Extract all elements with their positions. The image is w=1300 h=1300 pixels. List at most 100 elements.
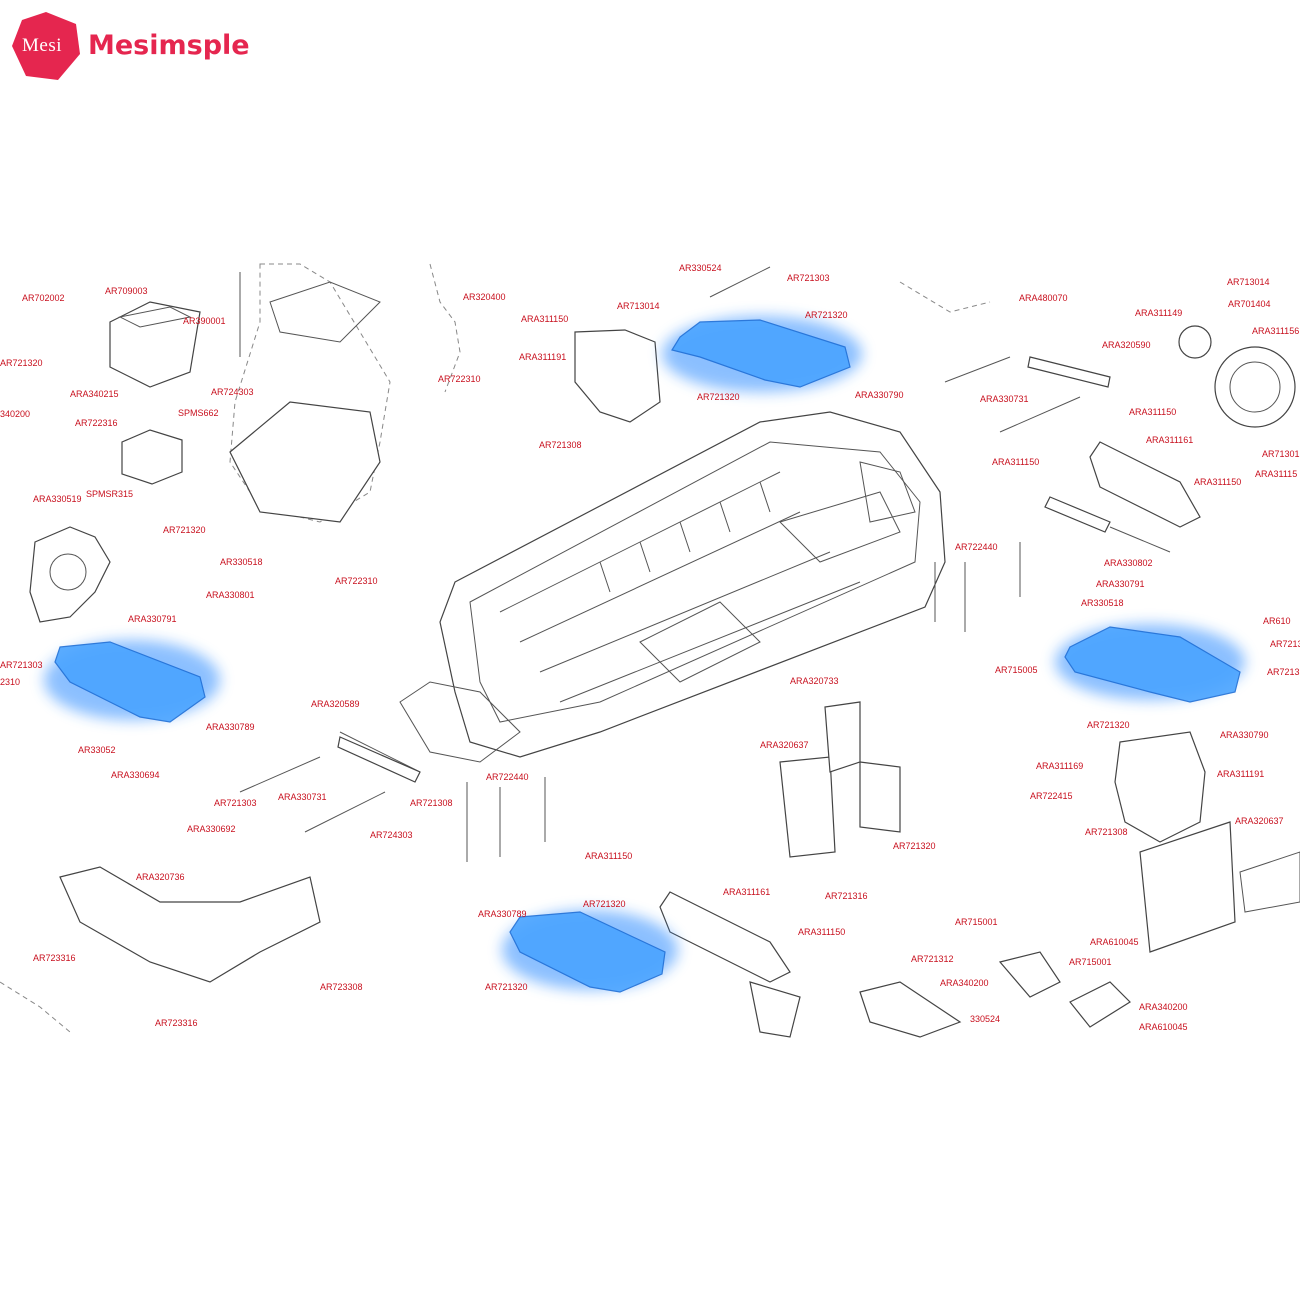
part-label: AR390001 bbox=[183, 316, 226, 326]
part-label: AR722415 bbox=[1030, 791, 1073, 801]
part-label: AR723308 bbox=[320, 982, 363, 992]
highlighted-arm-left bbox=[44, 640, 220, 723]
highlighted-arm-right bbox=[1055, 624, 1245, 703]
shock-absorber-bottom bbox=[659, 891, 791, 983]
front-bumper-box bbox=[1139, 821, 1300, 953]
brand-name: Mesimsple bbox=[88, 30, 250, 61]
rear-hub bbox=[574, 329, 661, 423]
part-label: AR33052 bbox=[78, 745, 116, 755]
part-label: ARA340200 bbox=[940, 978, 989, 988]
part-label: AR723316 bbox=[33, 953, 76, 963]
part-label: ARA330791 bbox=[1096, 579, 1145, 589]
part-label: AR709003 bbox=[105, 286, 148, 296]
part-label: AR713014 bbox=[617, 301, 660, 311]
part-label: ARA311156 bbox=[1252, 326, 1299, 336]
part-label: ARA330519 bbox=[33, 494, 82, 504]
part-label: ARA311150 bbox=[1194, 477, 1241, 487]
receiver-part bbox=[121, 429, 183, 485]
part-label: AR722440 bbox=[486, 772, 529, 782]
part-label: AR721320 bbox=[485, 982, 528, 992]
part-label: AR715001 bbox=[955, 917, 998, 927]
part-label: AR722310 bbox=[335, 576, 378, 586]
part-label: ARA330731 bbox=[980, 394, 1029, 404]
part-label: ARA311150 bbox=[1129, 407, 1176, 417]
part-label: AR330524 bbox=[679, 263, 722, 273]
part-label: AR330518 bbox=[220, 557, 263, 567]
part-label: AR721308 bbox=[539, 440, 582, 450]
part-label: AR724303 bbox=[370, 830, 413, 840]
part-label: ARA311150 bbox=[521, 314, 568, 324]
part-label: ARA330731 bbox=[278, 792, 327, 802]
part-label: AR610 bbox=[1263, 616, 1291, 626]
rear-diff bbox=[1178, 325, 1296, 428]
part-label: 330524 bbox=[970, 1014, 1000, 1024]
part-label: ARA320733 bbox=[790, 676, 839, 686]
part-label: ARA320736 bbox=[136, 872, 185, 882]
part-label: ARA320589 bbox=[311, 699, 360, 709]
part-label: AR721320 bbox=[163, 525, 206, 535]
part-label: AR721320 bbox=[1087, 720, 1130, 730]
dashed-guide-3 bbox=[899, 281, 991, 313]
skid-plate bbox=[59, 866, 321, 983]
rear-hub-right bbox=[1114, 731, 1206, 843]
part-label: SPMSR315 bbox=[86, 489, 133, 499]
part-label: ARA31115 bbox=[1255, 469, 1297, 479]
part-label: AR71301 bbox=[1262, 449, 1300, 459]
part-label: AR320400 bbox=[463, 292, 506, 302]
part-label: ARA311149 bbox=[1135, 308, 1182, 318]
highlighted-arm-bottom bbox=[502, 910, 678, 993]
part-label: AR713014 bbox=[1227, 277, 1270, 287]
part-label: AR721303 bbox=[787, 273, 830, 283]
part-label: AR715001 bbox=[1069, 957, 1112, 967]
part-label: AR721320 bbox=[805, 310, 848, 320]
part-label: ARA480070 bbox=[1019, 293, 1068, 303]
part-label: AR721320 bbox=[893, 841, 936, 851]
part-label: ARA330790 bbox=[855, 390, 904, 400]
part-label: AR721320 bbox=[0, 358, 43, 368]
part-label: ARA311191 bbox=[1217, 769, 1264, 779]
part-label: ARA330802 bbox=[1104, 558, 1153, 568]
part-label: ARA320590 bbox=[1102, 340, 1151, 350]
part-label: AR721308 bbox=[410, 798, 453, 808]
part-label-layer: AR702002AR709003ARA340215AR390001AR72430… bbox=[0, 263, 1300, 1032]
part-label: ARA311169 bbox=[1036, 761, 1083, 771]
part-label: AR715005 bbox=[995, 665, 1038, 675]
dashed-guide-2 bbox=[0, 981, 71, 1033]
part-label: ARA320637 bbox=[1235, 816, 1284, 826]
part-label: ARA311150 bbox=[798, 927, 845, 937]
part-label: AR721320 bbox=[697, 392, 740, 402]
part-label: 340200 bbox=[0, 409, 30, 419]
part-label: SPMS662 bbox=[178, 408, 219, 418]
exploded-parts-diagram: AR702002AR709003ARA340215AR390001AR72430… bbox=[0, 263, 1300, 1038]
part-label: AR721320 bbox=[1270, 639, 1300, 649]
part-label: AR724303 bbox=[211, 387, 254, 397]
front-bulkhead bbox=[779, 701, 901, 858]
part-label: ARA311161 bbox=[1146, 435, 1193, 445]
part-label: ARA340200 bbox=[1139, 1002, 1188, 1012]
part-label: AR721316 bbox=[825, 891, 868, 901]
part-label: 2310 bbox=[0, 677, 20, 687]
brand-logo: Mesi Mesimsple bbox=[10, 10, 270, 82]
part-label: ARA330801 bbox=[206, 590, 255, 600]
logo-hexagon-icon bbox=[12, 12, 80, 80]
part-label: ARA610045 bbox=[1090, 937, 1139, 947]
battery-box bbox=[229, 281, 381, 523]
part-label: AR7213 bbox=[1267, 667, 1300, 677]
part-label: AR721303 bbox=[0, 660, 43, 670]
logo-short-text: Mesi bbox=[22, 35, 62, 56]
part-label: AR722316 bbox=[75, 418, 118, 428]
servo-part bbox=[109, 301, 201, 388]
part-label: AR721312 bbox=[911, 954, 954, 964]
part-label: AR721308 bbox=[1085, 827, 1128, 837]
shock-absorber-right bbox=[1089, 441, 1201, 528]
main-chassis bbox=[399, 411, 946, 763]
part-label: ARA320637 bbox=[760, 740, 809, 750]
part-label: ARA340215 bbox=[70, 389, 119, 399]
hinge-pins bbox=[239, 266, 1171, 862]
part-label: ARA330790 bbox=[1220, 730, 1269, 740]
part-label: ARA330694 bbox=[111, 770, 160, 780]
part-label: AR330518 bbox=[1081, 598, 1124, 608]
part-label: ARA330791 bbox=[128, 614, 177, 624]
part-label: ARA330789 bbox=[206, 722, 255, 732]
part-label: ARA610045 bbox=[1139, 1022, 1188, 1032]
